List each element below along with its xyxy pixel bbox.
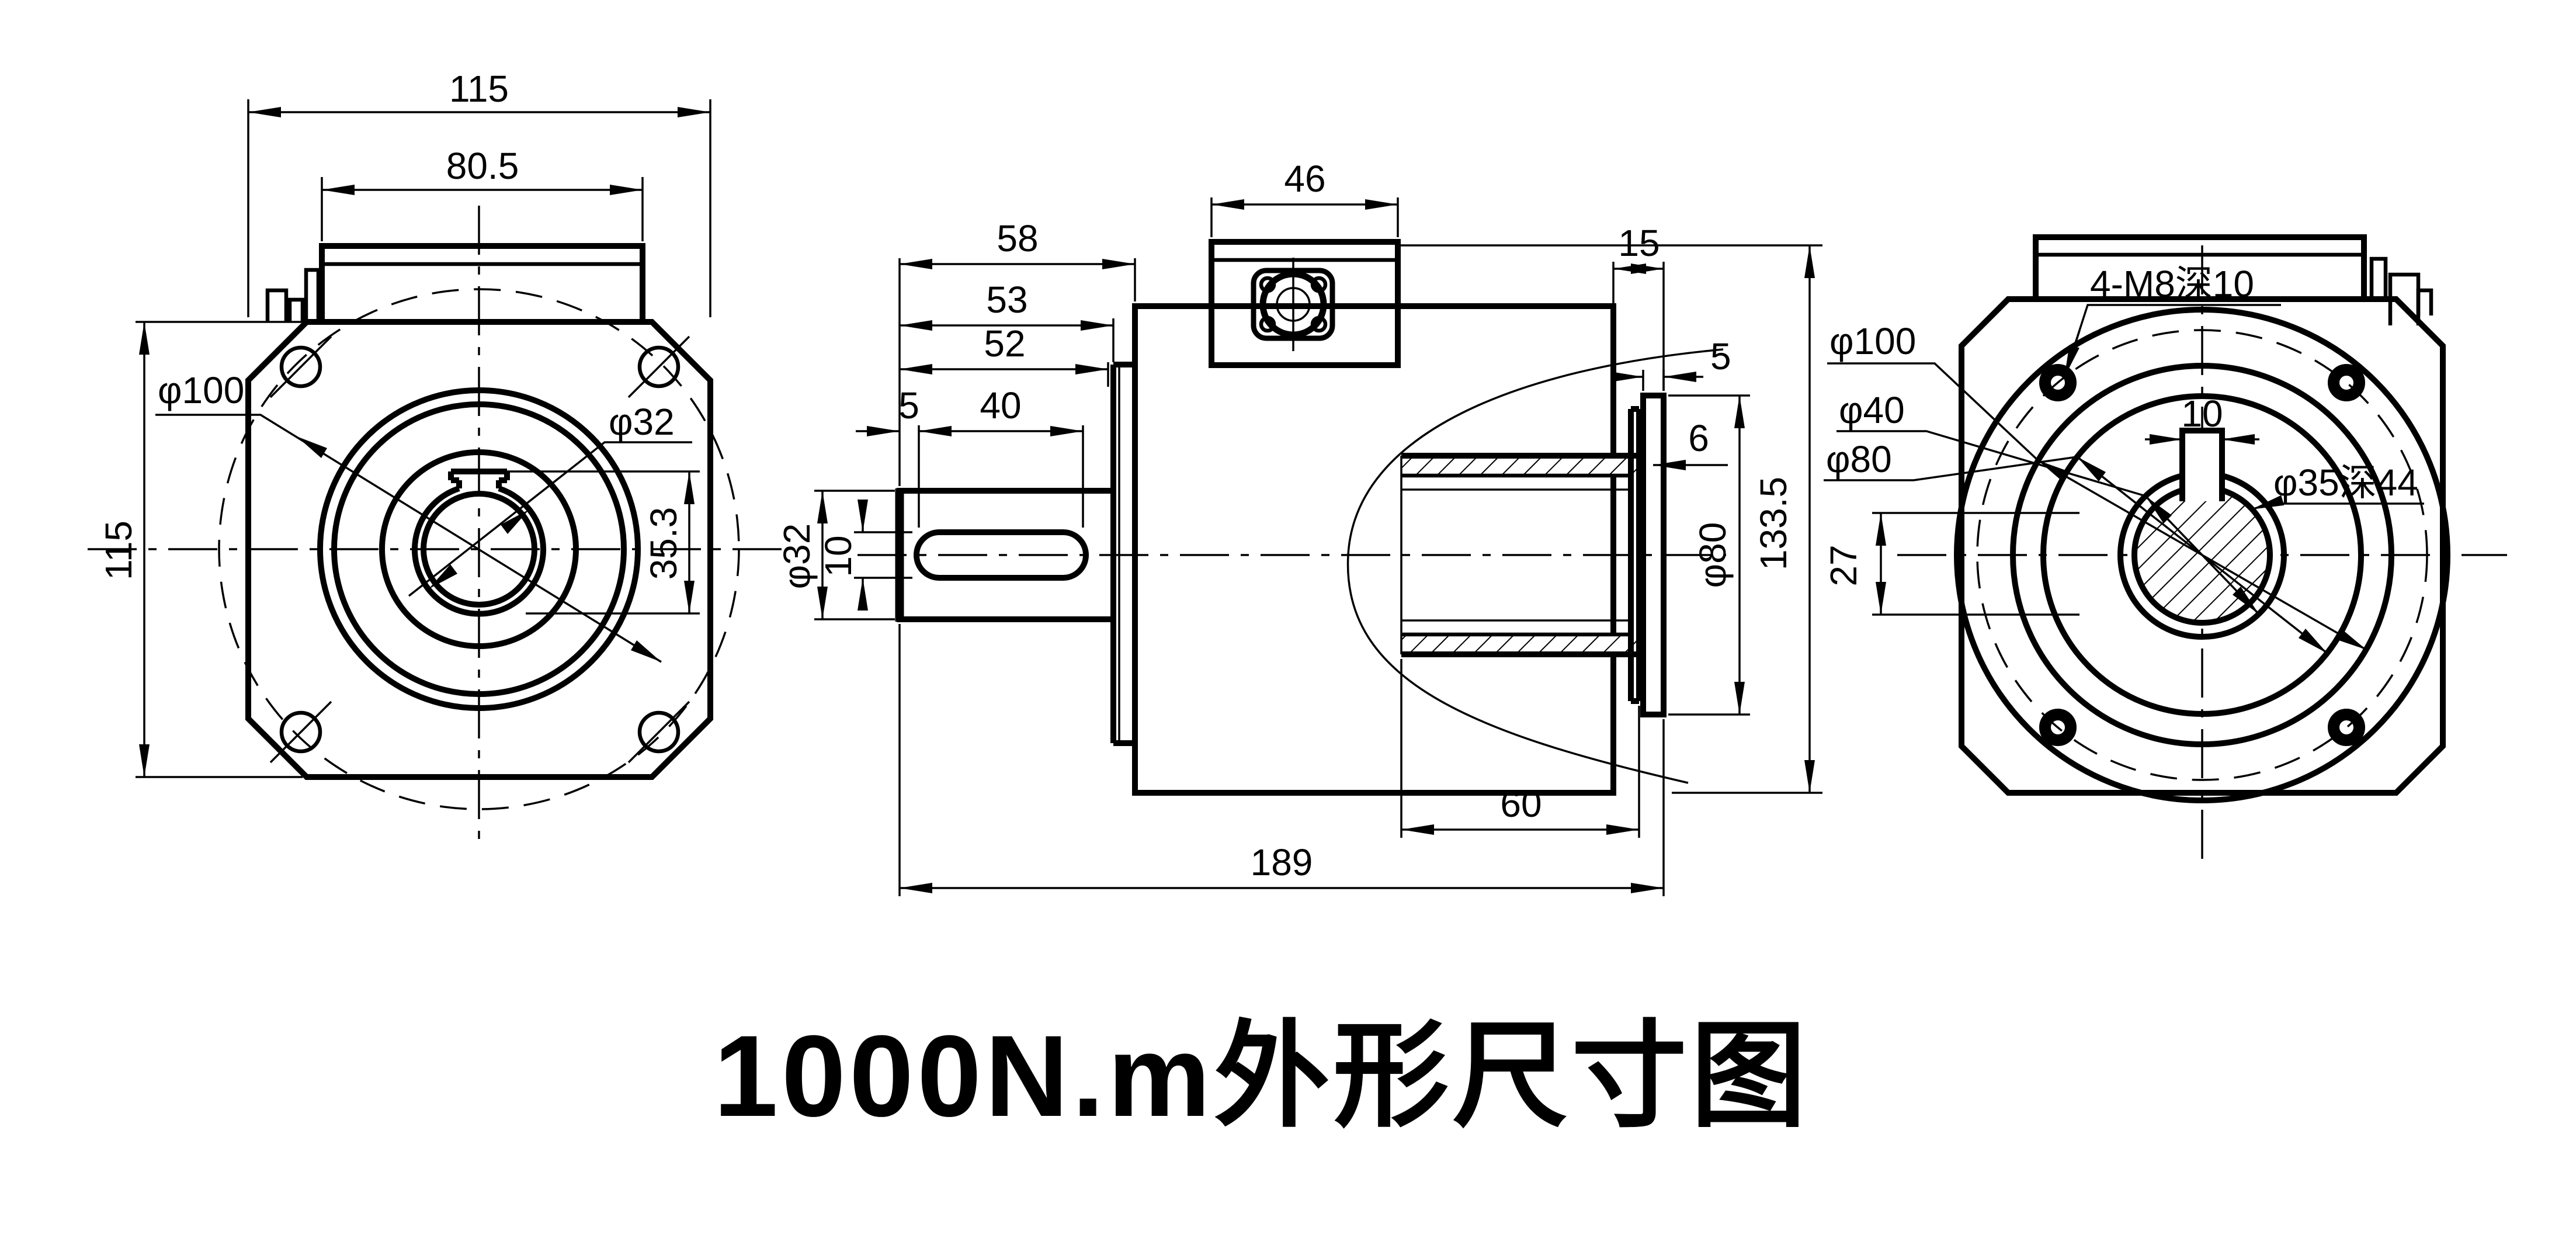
dim-side-connector-width: 46 <box>1210 158 1399 237</box>
dim-text: 27 <box>1822 545 1865 586</box>
dim-text: φ32 <box>776 523 818 589</box>
side-input-shaft <box>895 488 1113 622</box>
front-circle-outer <box>317 387 641 711</box>
dim-side-key-width: 10 <box>817 500 912 611</box>
front-corner-holes <box>269 335 690 764</box>
dim-side-input-length: 58 <box>900 217 1136 301</box>
front-circle-2 <box>331 401 627 697</box>
dim-text: φ40 <box>1839 389 1905 431</box>
dim-text: 46 <box>1284 158 1325 200</box>
dim-front-width-overall: 115 <box>247 68 711 317</box>
front-circle-inner <box>421 491 537 608</box>
dim-text: φ100 <box>1829 320 1916 362</box>
side-output-hub <box>1346 348 1724 784</box>
rear-spigot-circle <box>2010 363 2394 747</box>
dim-text: 80.5 <box>446 145 519 187</box>
dim-text: φ80 <box>1826 438 1892 480</box>
dim-front-cap-width: 80.5 <box>321 145 644 241</box>
dim-text: 35.3 <box>643 507 685 580</box>
dim-text: φ80 <box>1692 522 1734 588</box>
rear-bolt-circle <box>1976 329 2428 781</box>
dim-text: 115 <box>98 521 140 580</box>
dim-text: 6 <box>1688 417 1709 459</box>
rear-top-cap <box>2033 234 2367 299</box>
dim-text: 60 <box>1500 783 1542 825</box>
dim-rear-key-width: 10 <box>2145 393 2259 445</box>
front-flange-outline <box>245 319 713 780</box>
label-rear-flange-dia: φ80 <box>1824 438 2328 654</box>
rear-connector-steps <box>2369 256 2433 325</box>
front-bore-keyway <box>412 469 546 617</box>
rear-phi80-circle <box>2040 393 2364 717</box>
side-view: φ32 10 5 40 52 53 <box>776 158 1822 896</box>
side-shaft-keyway <box>914 529 1089 581</box>
rear-body-outline <box>1959 296 2446 796</box>
label-rear-tapped-holes: 4-M8深10 <box>2063 263 2281 378</box>
side-break-curve <box>1346 348 1724 784</box>
dim-front-height-overall: 115 <box>98 321 303 778</box>
dim-side-wall-thickness: 6 <box>1653 417 1728 470</box>
dim-text: φ35深44 <box>2273 462 2418 504</box>
dim-text: 10 <box>2181 393 2223 435</box>
dim-text: 15 <box>1618 222 1660 264</box>
dim-text: 133.5 <box>1752 477 1794 570</box>
label-front-flange-circle: φ100 <box>155 369 662 663</box>
rear-bolt-holes <box>2039 364 2365 746</box>
side-body <box>1132 303 1616 796</box>
dim-text: 40 <box>980 384 1021 426</box>
side-connector-box <box>1209 239 1401 368</box>
front-dashed-circle <box>218 288 740 810</box>
drawing-title: 1000N.m外形尺寸图 <box>714 1011 1810 1140</box>
dim-side-rear-offset: 15 <box>1612 222 1665 391</box>
dim-side-overall-height: 133.5 <box>1400 244 1822 794</box>
dim-text: φ100 <box>158 369 244 411</box>
front-top-cap <box>319 243 645 322</box>
dim-front-keyway-height: 35.3 <box>507 470 700 615</box>
dim-side-key-length: 40 <box>919 384 1083 436</box>
dim-side-plate-dia: φ80 <box>1668 394 1750 716</box>
dim-side-plate-thickness: 5 <box>1610 335 1731 391</box>
dim-side-overall-length: 189 <box>898 624 1665 896</box>
label-front-bore: φ32 <box>408 401 692 597</box>
dim-text: 52 <box>984 322 1025 365</box>
front-view: 115 80.5 115 φ100 φ32 <box>88 68 786 846</box>
side-input-flange <box>1110 362 1135 746</box>
label-rear-bore-spec: φ35深44 <box>2251 462 2424 511</box>
dim-side-ring-face: 53 <box>900 279 1115 362</box>
side-rear-plate <box>1640 393 1667 717</box>
front-circle-3 <box>379 449 579 649</box>
rear-view: 10 4-M8深10 φ100 φ40 φ80 <box>1822 234 2507 863</box>
dim-text: φ32 <box>609 401 675 443</box>
dim-text: 5 <box>898 384 919 426</box>
dim-text: 5 <box>1710 335 1731 377</box>
front-connector-steps <box>265 268 321 322</box>
dim-text: 53 <box>986 279 1027 321</box>
dim-text: 115 <box>449 68 509 110</box>
dim-rear-key-span: 27 <box>1822 512 2079 616</box>
dim-text: 10 <box>817 535 859 577</box>
rear-flange-circle <box>1954 307 2450 803</box>
dim-text: 4-M8深10 <box>2090 263 2254 305</box>
dim-side-shaft-dia: φ32 <box>776 490 895 620</box>
rear-bore-keyway <box>2179 428 2225 501</box>
dim-text: 58 <box>997 217 1038 259</box>
dim-side-hub-length: 60 <box>1400 659 1640 838</box>
dim-text: 189 <box>1251 841 1313 883</box>
